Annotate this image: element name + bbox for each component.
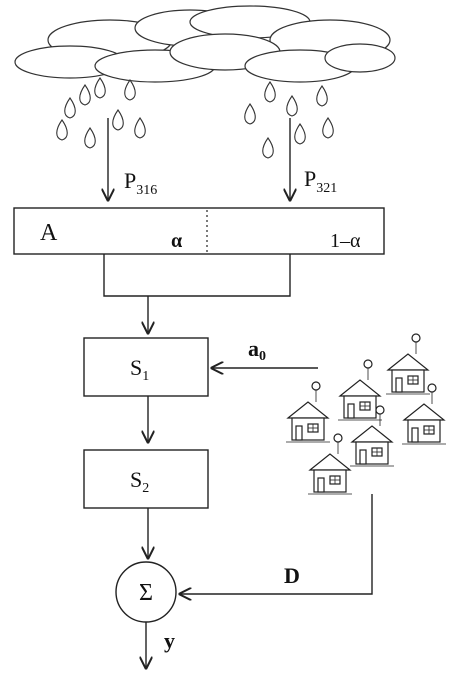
area-label: A	[40, 220, 58, 246]
raindrop-icon	[245, 82, 334, 158]
storage-s2-box	[84, 450, 208, 508]
summation-symbol: Σ	[139, 580, 153, 606]
house-icon	[308, 434, 352, 494]
anthropogenic-input-label: a0	[248, 336, 266, 364]
catchment-area-box	[14, 208, 384, 254]
cloud-icon	[15, 6, 395, 82]
demand-arrow	[180, 494, 372, 594]
output-label: y	[164, 628, 175, 653]
house-icon	[286, 382, 330, 442]
one-minus-alpha-label: 1–α	[330, 230, 361, 252]
house-icon	[386, 334, 430, 394]
alpha-label: α	[171, 230, 182, 252]
raindrop-icon	[57, 78, 146, 148]
precip-right-label: P321	[304, 166, 337, 196]
house-icon	[402, 384, 446, 444]
precip-left-label: P316	[124, 168, 157, 198]
house-icon	[338, 360, 382, 420]
merge-connector	[104, 254, 290, 296]
storage-s1-box	[84, 338, 208, 396]
demand-label: D	[284, 563, 300, 588]
